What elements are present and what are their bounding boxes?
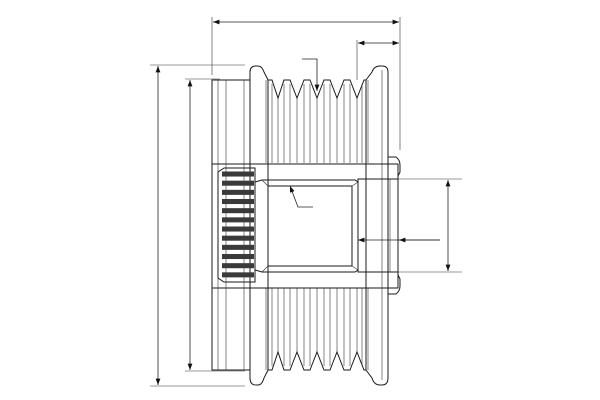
spline-tooth <box>222 208 254 214</box>
spline-tooth <box>222 189 254 195</box>
spline-outline <box>217 167 256 283</box>
splines <box>217 167 256 283</box>
pulley-body <box>211 65 401 386</box>
spline-tooth <box>222 199 254 205</box>
spline-tooth <box>222 244 254 250</box>
spline-tooth <box>222 226 254 232</box>
grooves-bottom <box>268 350 366 371</box>
spline-tooth <box>222 180 254 186</box>
dimension-lines <box>150 17 462 387</box>
spline-tooth <box>222 272 254 278</box>
spline-tooth <box>222 171 254 177</box>
bore-leader <box>289 185 313 208</box>
spline-tooth <box>222 254 254 260</box>
groove-leader <box>302 58 320 91</box>
spline-tooth <box>222 235 254 241</box>
spline-tooth <box>222 217 254 223</box>
spline-tooth <box>222 263 254 269</box>
